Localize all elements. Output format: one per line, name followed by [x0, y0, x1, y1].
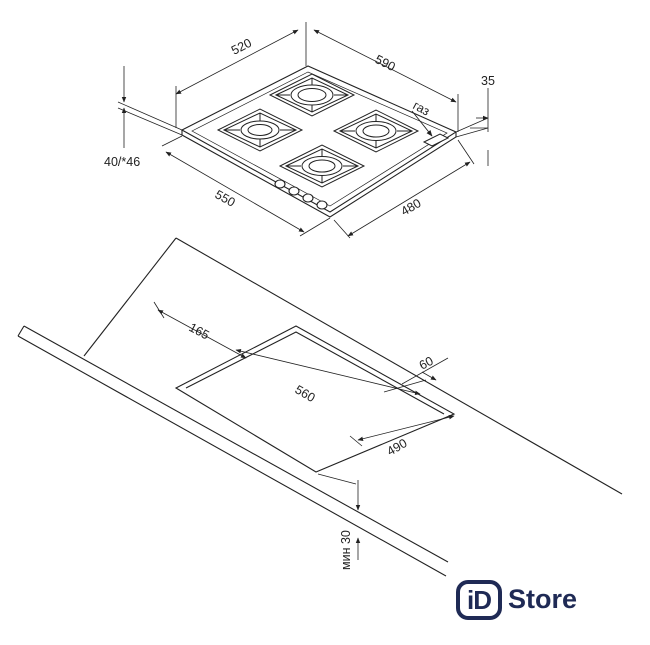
dim-40-46-label: 40/*46: [104, 155, 140, 169]
dim-165-label: 165: [187, 320, 212, 342]
gas-connector: [411, 110, 450, 147]
brand-logo: iD Store: [456, 580, 596, 624]
hob-dimension-lines: [117, 22, 489, 239]
dim-480-label: 480: [399, 196, 424, 219]
dim-520-label: 520: [229, 36, 254, 58]
dim-60-label: 60: [417, 354, 436, 373]
cutout-dimension-lines: [153, 301, 455, 560]
logo-badge-text: iD: [467, 584, 492, 615]
dim-550-label: 550: [213, 187, 238, 209]
logo-wordmark: Store: [508, 584, 578, 614]
cutout-outline: [174, 325, 456, 473]
burner-left: [216, 108, 304, 152]
dim-min30-label: мин 30: [339, 530, 353, 570]
burner-right: [332, 109, 420, 153]
logo-badge: iD: [456, 580, 502, 620]
dim-35-label: 35: [481, 74, 495, 88]
